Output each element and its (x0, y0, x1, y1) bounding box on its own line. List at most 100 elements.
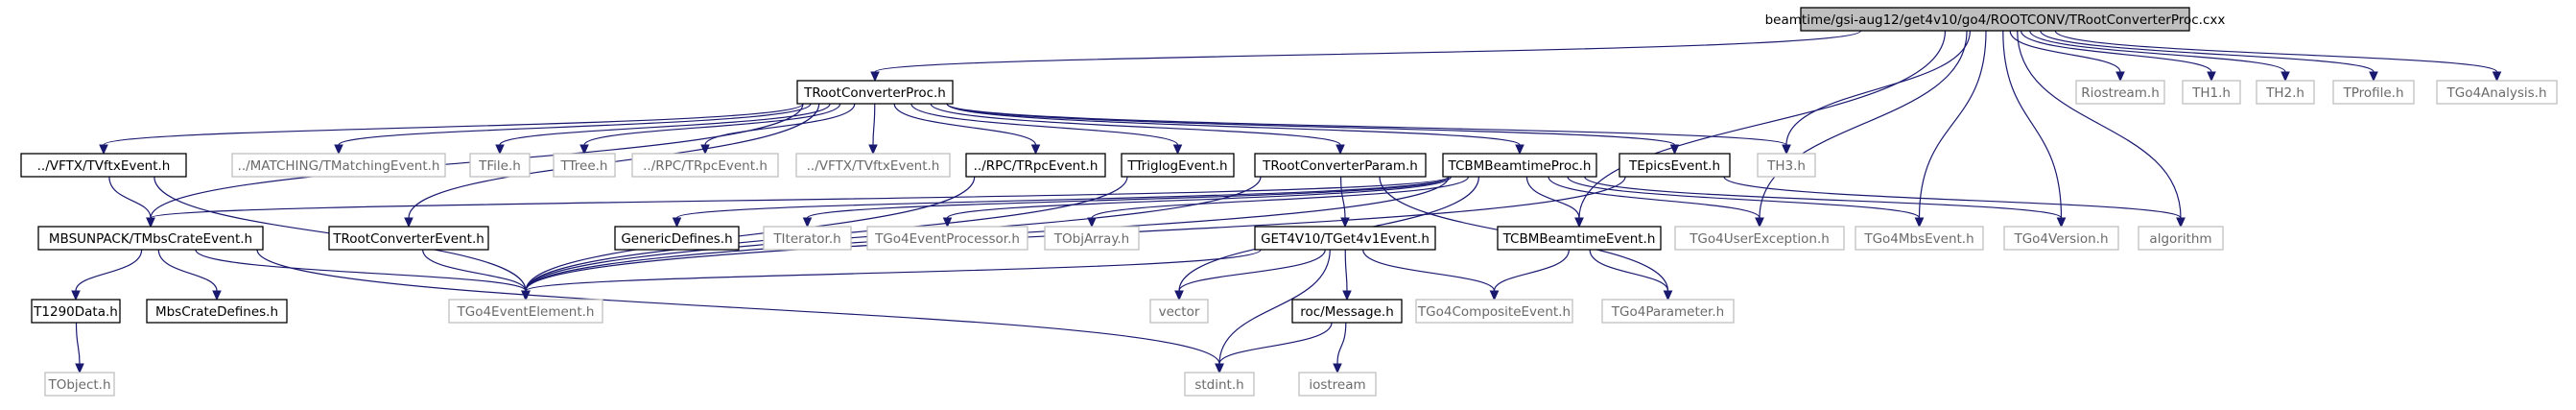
arrowhead-root-to-riostream (2115, 71, 2125, 83)
edge-get4v1event-to-rocmessage (1344, 249, 1348, 292)
node-box-th2 (2256, 80, 2315, 105)
edge-trcp_h-to-matching (338, 103, 812, 146)
arrowhead-trcp_h-to-vftx_tvftx (99, 144, 108, 156)
edge-tcbmevent-to-tgo4composite (1493, 249, 1570, 292)
edge-tcbmproc-to-tcbmevent (1525, 176, 1580, 219)
arrowhead-root-to-tgo4analysis (2492, 71, 2502, 83)
edge-trcp_h-to-tepics (946, 103, 1676, 146)
arrowhead-root-to-trcp_h (870, 71, 880, 83)
node-tcbmevent[interactable]: TCBMBeamtimeEvent.h (1497, 226, 1662, 251)
edge-tcbmproc-to-tgo4mbsevent (1567, 176, 1921, 219)
node-label-iostream: iostream (1309, 377, 1365, 393)
node-get4v1event[interactable]: GET4V10/TGet4v1Event.h (1254, 226, 1436, 251)
arrowhead-root-to-th2 (2281, 71, 2290, 83)
node-label-rpc_doc: ../RPC/TRpcEvent.h (974, 158, 1099, 174)
node-label-titerator: TIterator.h (772, 231, 840, 247)
edge-get4v1event-to-stdint (1218, 249, 1331, 365)
node-box-tgo4analysis (2436, 80, 2558, 105)
node-label-root: beamtime/gsi-aug12/get4v10/go4/ROOTCONV/… (1765, 12, 2226, 28)
node-box-tcbmevent (1497, 226, 1662, 251)
node-box-rocmessage (1291, 299, 1403, 324)
arrowhead-tcbmevent-to-tgo4param (1663, 290, 1673, 301)
node-tobjarray: TObjArray.h (1044, 226, 1140, 251)
node-trcp_h[interactable]: TRootConverterProc.h (796, 80, 954, 105)
node-box-tgo4evproc (866, 226, 1028, 251)
node-rpc_doc[interactable]: ../RPC/TRpcEvent.h (965, 153, 1106, 178)
node-box-vector (1149, 299, 1209, 324)
node-label-algorithm: algorithm (2149, 231, 2211, 247)
node-vftx_tvftx[interactable]: ../VFTX/TVftxEvent.h (20, 153, 187, 178)
node-tepics[interactable]: TEpicsEvent.h (1619, 153, 1731, 178)
arrowhead-tcbmproc-to-tcbmevent (1574, 217, 1584, 229)
arrowhead-trcp_h-to-rpc_doc (1030, 144, 1041, 156)
node-mbscratedefs[interactable]: MbsCrateDefines.h (146, 299, 288, 324)
node-ttree: TTree.h (553, 153, 616, 178)
node-box-algorithm (2138, 226, 2224, 251)
node-label-ttree: TTree.h (560, 158, 608, 174)
node-genericdefs[interactable]: GenericDefines.h (614, 226, 740, 251)
edge-root-to-tgo4version (2002, 30, 2063, 219)
node-box-root (1800, 7, 2190, 32)
node-box-trcevent (328, 226, 489, 251)
node-th3: TH3.h (1757, 153, 1816, 178)
node-matching: ../MATCHING/TMatchingEvent.h (231, 153, 446, 178)
node-tgo4composite: TGo4CompositeEvent.h (1415, 299, 1573, 324)
node-ttriglog[interactable]: TTriglogEvent.h (1121, 153, 1235, 178)
node-box-vftx_ext (795, 153, 951, 178)
node-tgo4param: TGo4Parameter.h (1601, 299, 1735, 324)
node-box-matching (231, 153, 446, 178)
node-label-rocmessage: roc/Message.h (1300, 304, 1394, 320)
arrowhead-tcbmproc-to-tgo4userexc (1755, 217, 1764, 229)
node-stdint: stdint.h (1184, 372, 1255, 397)
edge-tcbmproc-to-tgo4evproc (946, 176, 1453, 219)
node-box-ttriglog (1121, 153, 1235, 178)
node-box-get4v1event (1254, 226, 1436, 251)
node-box-titerator (763, 226, 852, 251)
node-label-get4v1event: GET4V10/TGet4v1Event.h (1261, 231, 1430, 247)
edge-trcp_h-to-rpc_ext (704, 103, 856, 146)
edge-mbsunpack-to-stdint (256, 249, 1220, 365)
edge-trcp_h-to-rpc_doc (893, 103, 1037, 146)
node-t1290[interactable]: T1290Data.h (31, 299, 121, 324)
edge-root-to-th2 (2029, 30, 2286, 73)
arrowhead-tcbmproc-to-tgo4version (2056, 217, 2067, 229)
node-box-riostream (2075, 80, 2165, 105)
node-box-tobjarray (1044, 226, 1140, 251)
node-box-genericdefs (614, 226, 740, 251)
node-trcevent[interactable]: TRootConverterEvent.h (328, 226, 489, 251)
node-box-tprofile (2332, 80, 2415, 105)
node-label-tgo4evproc: TGo4EventProcessor.h (874, 231, 1020, 247)
edge-tcbmevent-to-tgo4param (1589, 249, 1669, 292)
edge-root-to-th3 (1785, 30, 1971, 146)
edge-tcbmproc-to-tgo4version (1584, 176, 2063, 219)
node-label-tgo4analysis: TGo4Analysis.h (2446, 85, 2546, 101)
node-trcparam[interactable]: TRootConverterParam.h (1254, 153, 1427, 178)
node-label-matching: ../MATCHING/TMatchingEvent.h (238, 158, 440, 174)
node-box-vftx_tvftx (20, 153, 187, 178)
edge-tcbmproc-to-mbsunpack (150, 176, 1450, 219)
arrowhead-trcp_h-to-th3 (1782, 144, 1791, 156)
node-box-tgo4mbsevent (1855, 226, 1984, 251)
node-label-tepics: TEpicsEvent.h (1628, 158, 1720, 174)
node-tgo4mbsevent: TGo4MbsEvent.h (1855, 226, 1984, 251)
edge-rpc_doc-to-tgo4evelem (525, 176, 976, 292)
arrowhead-trcp_h-to-matching (334, 144, 343, 156)
node-tcbmproc[interactable]: TCBMBeamtimeProc.h (1442, 153, 1597, 178)
node-label-tobjarray: TObjArray.h (1053, 231, 1129, 247)
edge-trcp_h-to-vftx_tvftx (103, 103, 804, 146)
edge-root-to-tgo4analysis (2054, 30, 2498, 73)
arrowhead-tcbmevent-to-tgo4composite (1489, 290, 1500, 301)
node-label-tobject: TObject.h (47, 377, 110, 393)
node-label-th1: TH1.h (2191, 85, 2231, 101)
node-rpc_ext: ../RPC/TRpcEvent.h (631, 153, 779, 178)
edge-trcp_h-to-th3 (946, 103, 1787, 146)
node-rocmessage[interactable]: roc/Message.h (1291, 299, 1403, 324)
node-box-tgo4composite (1415, 299, 1573, 324)
node-label-th2: TH2.h (2265, 85, 2304, 101)
node-label-genericdefs: GenericDefines.h (621, 231, 732, 247)
node-box-mbsunpack (37, 226, 264, 251)
node-mbsunpack[interactable]: MBSUNPACK/TMbsCrateEvent.h (37, 226, 264, 251)
node-root: beamtime/gsi-aug12/get4v10/go4/ROOTCONV/… (1765, 7, 2226, 32)
arrowhead-tcbmproc-to-titerator (802, 217, 813, 229)
